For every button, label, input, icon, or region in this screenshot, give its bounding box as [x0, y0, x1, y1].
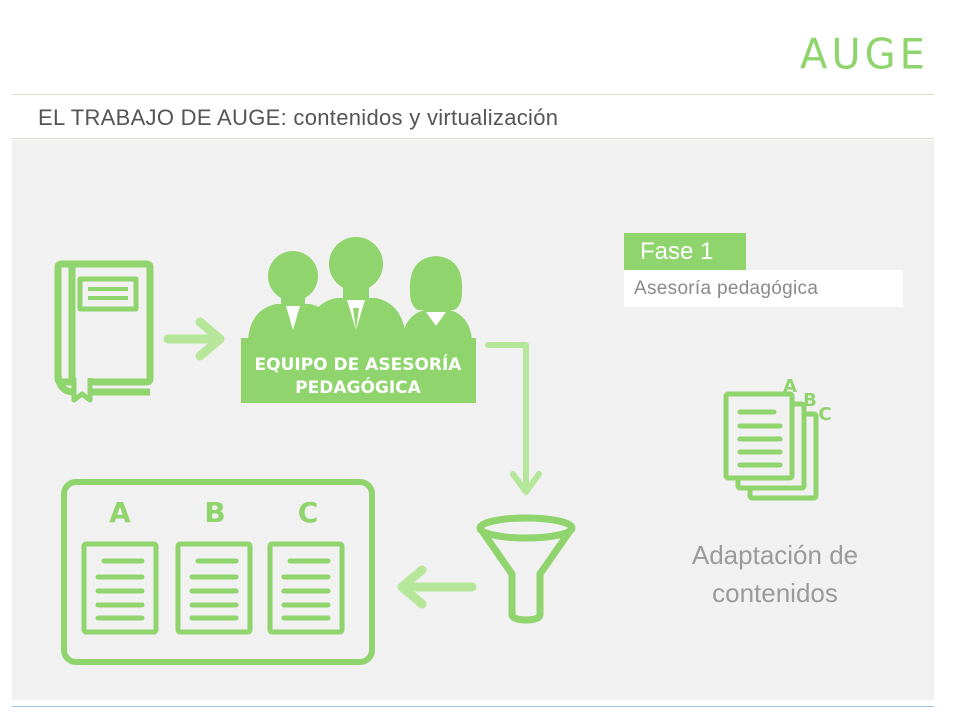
footer-divider	[12, 706, 934, 707]
phase-badge: Fase 1	[624, 233, 746, 270]
adaptation-label-line1: Adaptación de	[691, 540, 859, 570]
arrow-left-icon	[397, 565, 477, 609]
adapt-letter-c: C	[818, 404, 831, 425]
phase-subtitle: Asesoría pedagógica	[624, 270, 903, 307]
document-icon-c	[267, 541, 345, 635]
adaptation-label: Adaptación de contenidos	[650, 536, 900, 612]
auge-logo: AUGE	[800, 30, 929, 80]
document-icon-a	[81, 541, 159, 635]
doc-letter-b: B	[204, 496, 225, 529]
doc-letter-c: C	[298, 496, 319, 529]
doc-letter-a: A	[109, 496, 131, 529]
adaptation-icon: A B C	[723, 376, 832, 501]
funnel-icon	[476, 514, 576, 624]
documents-container: A B C	[61, 479, 375, 665]
header-divider-bottom	[12, 138, 934, 139]
arrow-down-icon	[485, 342, 542, 495]
page-title: EL TRABAJO DE AUGE: contenidos y virtual…	[38, 105, 559, 130]
team-label-line1: EQUIPO DE ASESORÍA	[255, 353, 463, 375]
adapt-letter-b: B	[803, 390, 817, 411]
book-icon	[54, 260, 154, 403]
adaptation-label-line2: contenidos	[712, 578, 838, 608]
arrow-right-icon	[163, 317, 225, 361]
header-divider-top	[12, 94, 934, 95]
team-icon: EQUIPO DE ASESORÍA PEDAGÓGICA	[241, 237, 476, 403]
team-label-line2: PEDAGÓGICA	[295, 376, 422, 398]
document-icon-b	[175, 541, 253, 635]
